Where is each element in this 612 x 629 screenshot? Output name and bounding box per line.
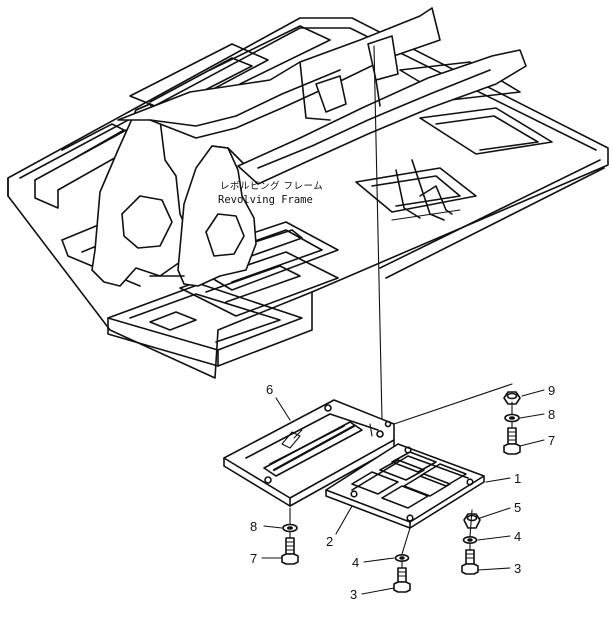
- callout-2: 2: [326, 534, 333, 549]
- washer-4-center: [394, 553, 410, 562]
- alignment-line: [373, 45, 383, 421]
- callout-8-lower: 8: [250, 519, 257, 534]
- callout-7-upper: 7: [548, 433, 555, 448]
- nut-9: [503, 391, 521, 405]
- callout-5: 5: [514, 500, 521, 515]
- frame-label-jp: レボルビング フレーム: [220, 180, 323, 192]
- revolving-frame: [7, 7, 609, 379]
- washer-4-right: [462, 535, 478, 544]
- callout-4-right: 4: [514, 529, 521, 544]
- callout-leaders: [261, 389, 545, 595]
- bolt-3-right: [461, 549, 479, 575]
- center-lines: [289, 383, 513, 569]
- callout-7-lower: 7: [250, 551, 257, 566]
- callout-8-upper: 8: [548, 407, 555, 422]
- bolt-3-center: [393, 567, 411, 593]
- nut-5: [463, 513, 481, 529]
- washer-8-lower: [282, 523, 298, 533]
- callout-3-center: 3: [350, 587, 357, 602]
- callout-4-center: 4: [352, 555, 359, 570]
- cover-plate-1: [325, 443, 485, 529]
- frame-label-en: Revolving Frame: [218, 194, 313, 206]
- callout-6: 6: [266, 382, 273, 397]
- bolt-7-upper: [503, 427, 521, 455]
- callout-3-right: 3: [514, 561, 521, 576]
- callout-9: 9: [548, 383, 555, 398]
- washer-8-upper: [504, 413, 520, 423]
- callout-1: 1: [514, 471, 521, 486]
- bolt-7-lower: [281, 537, 299, 565]
